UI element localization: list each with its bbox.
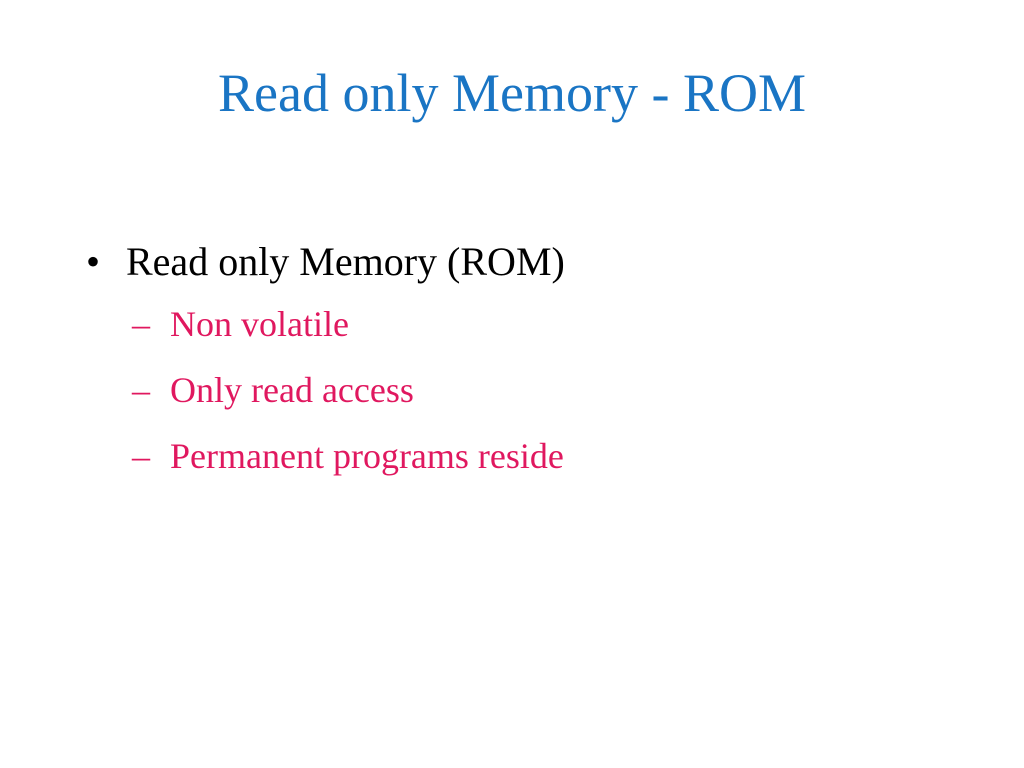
dash-icon: – [132,436,150,476]
sub-bullet-text: Only read access [170,370,414,410]
dash-icon: – [132,304,150,344]
sub-bullet-item: – Only read access [132,368,564,412]
sub-bullet-item: – Permanent programs reside [132,434,564,478]
sub-bullet-text: Permanent programs reside [170,436,564,476]
sub-bullet-item: – Non volatile [132,302,564,346]
bullet-dot-icon: • [86,239,101,284]
dash-icon: – [132,370,150,410]
bullet-text: Read only Memory (ROM) [126,239,565,284]
sub-bullet-text: Non volatile [170,304,349,344]
slide-title: Read only Memory - ROM [218,63,806,123]
bullet-item: • Read only Memory (ROM) [84,232,565,292]
bullet-list: • Read only Memory (ROM) [84,232,565,292]
sub-bullet-list: – Non volatile – Only read access – Perm… [132,302,564,500]
